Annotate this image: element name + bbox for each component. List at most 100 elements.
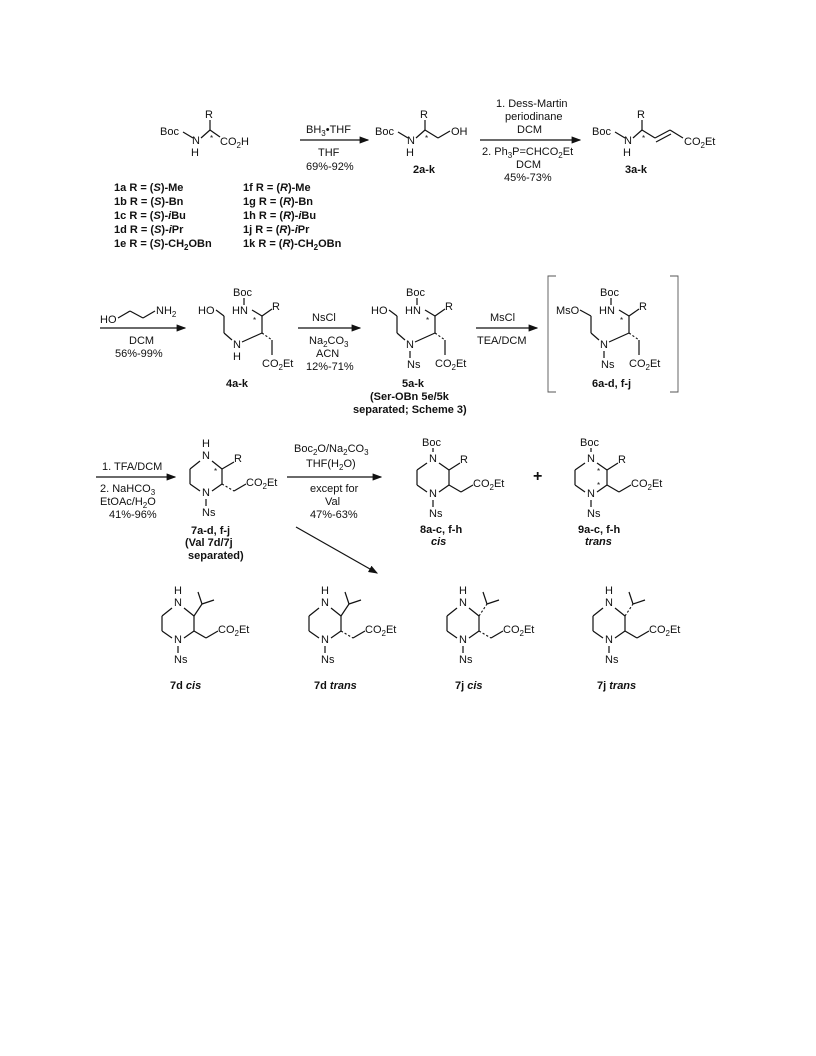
svg-text:N: N <box>605 634 613 646</box>
svg-text:N: N <box>233 339 241 351</box>
svg-text:N: N <box>459 597 467 609</box>
compound-8: Boc N N Ns R CO2Et 8a-c, f-h cis <box>416 437 504 548</box>
reaction-arrow-2: 1. Dess-Martin periodinane DCM 2. Ph3P=C… <box>480 98 582 184</box>
svg-text:7d trans: 7d trans <box>314 680 357 692</box>
svg-text:CO2H: CO2H <box>220 136 249 150</box>
svg-text:N: N <box>321 634 329 646</box>
svg-text:H: H <box>459 585 467 597</box>
svg-text:4a-k: 4a-k <box>226 378 249 390</box>
svg-text:1. TFA/DCM: 1. TFA/DCM <box>102 461 162 473</box>
svg-text:Ns: Ns <box>587 508 601 520</box>
svg-text:HN: HN <box>232 305 248 317</box>
svg-text:except for: except for <box>310 483 359 495</box>
svg-text:5a-k: 5a-k <box>402 378 425 390</box>
svg-text:H: H <box>233 351 241 363</box>
svg-text:HO: HO <box>371 305 388 317</box>
svg-text:TEA/DCM: TEA/DCM <box>477 335 527 347</box>
compound-6: Boc HN MsO N Ns R * CO2Et 6a-d, f-j <box>547 275 679 393</box>
svg-text:*: * <box>253 316 256 325</box>
svg-text:N: N <box>429 488 437 500</box>
compound-1: Boc N H R * CO2H <box>160 109 249 159</box>
svg-text:N: N <box>459 634 467 646</box>
compound-2: Boc N H R * OH 2a-k <box>375 109 468 176</box>
svg-text:*: * <box>642 134 645 143</box>
svg-text:Boc: Boc <box>580 437 599 449</box>
svg-text:7j cis: 7j cis <box>455 680 483 692</box>
svg-text:N: N <box>192 135 200 147</box>
svg-text:N: N <box>587 453 595 465</box>
isomer-7d-trans: H N N Ns CO2Et 7d trans <box>308 585 396 692</box>
svg-text:CO2Et: CO2Et <box>503 624 534 638</box>
svg-text:N: N <box>174 634 182 646</box>
svg-text:2. NaHCO3: 2. NaHCO3 <box>100 483 156 497</box>
svg-text:DCM: DCM <box>517 124 542 136</box>
svg-text:Ns: Ns <box>407 359 421 371</box>
svg-text:*: * <box>426 316 429 325</box>
svg-text:1k R = (R)-CH2OBn: 1k R = (R)-CH2OBn <box>243 238 342 252</box>
svg-text:Na2CO3: Na2CO3 <box>309 335 349 349</box>
reaction-arrow-6: 1. TFA/DCM 2. NaHCO3 EtOAc/H2O 41%-96% <box>96 461 177 521</box>
svg-text:Boc: Boc <box>600 287 619 299</box>
svg-text:separated): separated) <box>188 550 244 562</box>
svg-text:1a R = (S)-Me: 1a R = (S)-Me <box>114 182 183 194</box>
svg-text:R: R <box>618 454 626 466</box>
svg-text:THF: THF <box>318 147 340 159</box>
reaction-arrow-4: NsCl Na2CO3 ACN 12%-71% <box>298 312 362 373</box>
svg-text:56%-99%: 56%-99% <box>115 348 163 360</box>
svg-text:separated; Scheme 3): separated; Scheme 3) <box>353 404 467 416</box>
svg-text:Boc: Boc <box>375 126 394 138</box>
svg-text:N: N <box>202 450 210 462</box>
svg-text:9a-c, f-h: 9a-c, f-h <box>578 524 620 536</box>
svg-text:CO2Et: CO2Et <box>365 624 396 638</box>
svg-text:CO2Et: CO2Et <box>473 478 504 492</box>
svg-text:EtOAc/H2O: EtOAc/H2O <box>100 496 156 510</box>
svg-text:N: N <box>407 135 415 147</box>
svg-text:1. Dess-Martin: 1. Dess-Martin <box>496 98 568 110</box>
plus-sign: + <box>533 468 542 485</box>
svg-text:H: H <box>191 147 199 159</box>
svg-text:N: N <box>174 597 182 609</box>
svg-text:H: H <box>605 585 613 597</box>
svg-text:7a-d, f-j: 7a-d, f-j <box>191 525 230 537</box>
compound-9: Boc N N Ns R * * CO2Et 9a-c, f-h trans <box>574 437 662 548</box>
isomer-7j-trans: H N N Ns CO2Et 7j trans <box>592 585 680 692</box>
svg-text:*: * <box>620 316 623 325</box>
isomer-7j-cis: H N N Ns CO2Et 7j cis <box>446 585 534 692</box>
reaction-arrow-7: Boc2O/Na2CO3 THF(H2O) except for Val 47%… <box>287 443 383 574</box>
reaction-arrow-5: MsCl TEA/DCM <box>476 312 539 347</box>
compound-3: Boc N H R * CO2Et 3a-k <box>592 109 715 176</box>
svg-text:CO2Et: CO2Et <box>435 358 466 372</box>
svg-text:HN: HN <box>599 305 615 317</box>
svg-text:MsO: MsO <box>556 305 580 317</box>
svg-text:N: N <box>587 488 595 500</box>
svg-text:CO2Et: CO2Et <box>631 478 662 492</box>
svg-text:2. Ph3P=CHCO2Et: 2. Ph3P=CHCO2Et <box>482 146 573 160</box>
svg-text:R: R <box>445 301 453 313</box>
svg-text:N: N <box>202 487 210 499</box>
compound-7: H N N Ns R * CO2Et 7a-d, f-j (Val 7d/7j … <box>185 438 277 562</box>
svg-text:N: N <box>321 597 329 609</box>
svg-text:Boc: Boc <box>160 126 179 138</box>
svg-text:*: * <box>425 134 428 143</box>
svg-text:CO2Et: CO2Et <box>649 624 680 638</box>
svg-text:1h R = (R)-iBu: 1h R = (R)-iBu <box>243 210 316 222</box>
svg-text:*: * <box>597 481 600 490</box>
svg-text:NsCl: NsCl <box>312 312 336 324</box>
svg-text:R: R <box>234 453 242 465</box>
svg-text:R: R <box>460 454 468 466</box>
svg-text:1g R = (R)-Bn: 1g R = (R)-Bn <box>243 196 313 208</box>
svg-text:Boc2O/Na2CO3: Boc2O/Na2CO3 <box>294 443 369 457</box>
svg-text:7d cis: 7d cis <box>170 680 201 692</box>
svg-text:H: H <box>321 585 329 597</box>
svg-text:6a-d, f-j: 6a-d, f-j <box>592 378 631 390</box>
svg-text:Ns: Ns <box>174 654 188 666</box>
svg-text:47%-63%: 47%-63% <box>310 509 358 521</box>
svg-text:CO2Et: CO2Et <box>218 624 249 638</box>
svg-text:Ns: Ns <box>429 508 443 520</box>
svg-text:Boc: Boc <box>233 287 252 299</box>
svg-text:1c R = (S)-iBu: 1c R = (S)-iBu <box>114 210 186 222</box>
svg-text:R: R <box>420 109 428 121</box>
svg-text:NH2: NH2 <box>156 305 177 319</box>
svg-text:1j R = (R)-iPr: 1j R = (R)-iPr <box>243 224 310 236</box>
svg-text:*: * <box>597 467 600 476</box>
